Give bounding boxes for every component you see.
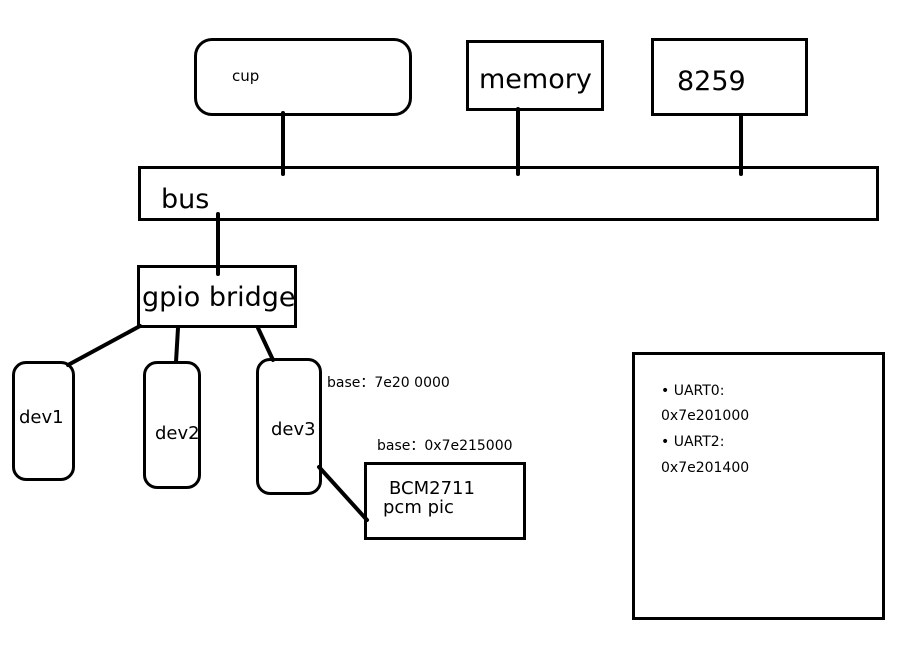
memory-label: memory xyxy=(479,64,592,95)
bcm-base-annotation: base：0x7e215000 xyxy=(377,438,513,454)
bcm2711-box xyxy=(364,462,526,540)
dev2-label: dev2 xyxy=(155,423,200,444)
memory-box xyxy=(466,40,604,111)
uart0-address: 0x7e201000 xyxy=(661,408,750,424)
uart0-label: • UART0: xyxy=(661,383,725,399)
dev1-box xyxy=(12,361,75,481)
uart2-address: 0x7e201400 xyxy=(661,460,750,476)
cpu-box xyxy=(194,38,412,116)
gpio-dev1-link xyxy=(66,324,142,367)
gpio-bridge-box xyxy=(137,265,297,328)
gpio-dev3-link xyxy=(256,326,275,362)
dev1-label: dev1 xyxy=(19,407,64,428)
dev2-box xyxy=(143,361,201,489)
pic8259-box xyxy=(651,38,808,116)
dev3-box xyxy=(256,358,322,495)
gpio-bridge-label: gpio bridge xyxy=(142,282,296,313)
pic8259-label: 8259 xyxy=(677,66,746,97)
uart-panel xyxy=(632,352,885,620)
bus-box xyxy=(138,166,879,221)
bcm2711-label: BCM2711 xyxy=(389,478,475,499)
gpio-dev2-link xyxy=(174,326,180,364)
uart2-label: • UART2: xyxy=(661,434,725,450)
bus-label: bus xyxy=(161,184,210,215)
dev3-bcm-link xyxy=(317,465,369,522)
dev3-base-annotation: base：7e20 0000 xyxy=(327,375,450,391)
pcm-pic-label: pcm pic xyxy=(383,497,454,518)
cpu-label: cup xyxy=(232,67,260,85)
dev3-label: dev3 xyxy=(271,419,316,440)
